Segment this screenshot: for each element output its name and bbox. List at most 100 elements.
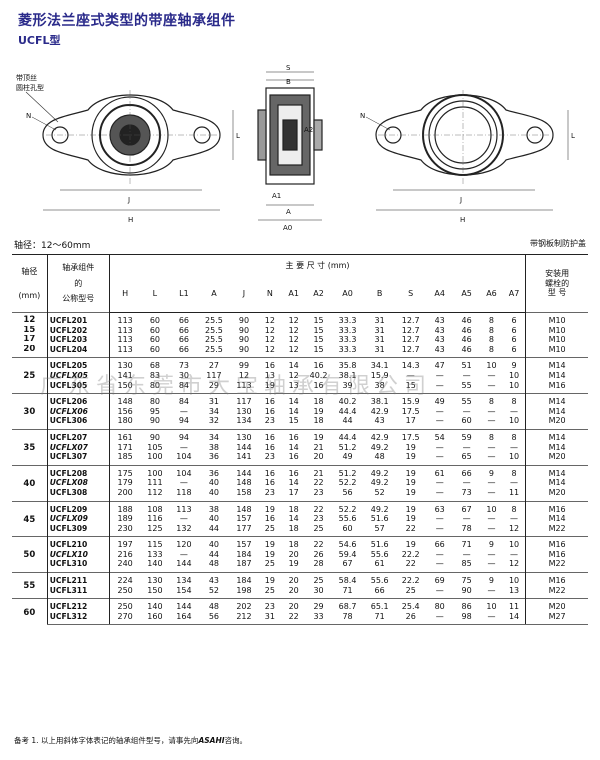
footnote-suffix: 咨询。 [224,736,248,745]
cell-dim: 66 [178,344,189,354]
cell-dim: 60 [149,325,160,335]
cell-dim: 184 [236,549,252,559]
cell-dim: — [487,442,496,452]
label-L-left: L [236,132,240,140]
cell-dim: 73 [461,487,472,497]
cell-dim: 60 [342,523,353,533]
cell-bore: 12 [12,311,48,326]
cell-dim: 56 [198,611,230,626]
cell-dim: 46 [461,344,472,354]
cell-bore: 25 [12,357,48,394]
cell-dim: — [179,549,188,559]
cell-dim: 51.2 [330,464,365,479]
cell-dim: 33.3 [330,311,365,326]
cell-dim: 19 [258,536,282,550]
cell-dim: 160 [140,611,170,626]
label-J-left: J [127,196,130,204]
header-dim-a1: A1 [281,276,307,313]
cell-dim: 56 [342,487,353,497]
cell-dim: 113 [117,325,133,335]
cell-dim: — [510,514,519,524]
cell-dim: 66 [178,335,189,345]
cell-model: UCFL208 [46,464,110,479]
cell-dim: 71 [364,611,396,626]
cell-dim: 71 [342,585,353,595]
cell-dim: 42.9 [364,428,396,443]
cell-dim: 141 [117,370,133,380]
cell-dim: 158 [236,487,252,497]
cell-model: UCFLX07 [46,442,110,453]
cell-dim: — [487,514,496,524]
cell-bolt: M27 [525,611,588,626]
label-L-right: L [571,132,575,140]
cell-dim: — [435,452,444,462]
cell-bore: 60 [12,598,48,625]
cell-dim: 40 [208,478,220,488]
cell-dim: 59.4 [338,549,357,559]
cell-dim: — [462,442,471,452]
cell-dim: 52.2 [330,500,365,515]
cell-dim: 117 [229,393,259,407]
cell-dim: 125 [147,523,163,533]
cell-dim: — [487,523,496,533]
cell-dim: 8 [502,428,526,443]
cell-dim: 12 [264,344,275,354]
cell-bore: 30 [12,393,48,430]
cell-dim: 10 [502,536,526,550]
cell-dim: 38 [208,442,220,452]
cell-bolt: M14 [525,514,588,524]
cell-dim: 25.5 [198,311,230,326]
cell-model: UCFL211 [46,572,110,586]
cell-dim: 33 [306,611,331,626]
cell-dim: 16 [306,357,331,371]
cell-dim: 30 [178,370,189,380]
cell-dim: — [435,478,444,488]
cell-bolt: M16 [525,380,588,394]
cell-model: UCFLX08 [46,478,110,488]
cell-dim: 31 [258,611,282,626]
cell-dim: 187 [236,559,252,569]
cell-dim: 22 [306,536,331,550]
header-dim-a4: A4 [426,276,454,313]
label-A: A [286,208,291,216]
cell-dim: 118 [176,487,192,497]
cell-dim: 51.6 [370,514,389,524]
cell-dim: 40 [198,536,230,550]
cell-dim: 61 [426,464,454,479]
cell-dim: 180 [117,416,133,426]
cell-dim: 198 [236,585,252,595]
cell-dim: 23 [258,598,282,612]
cell-bore: 35 [12,428,48,466]
cell-dim: 33.3 [338,335,357,345]
label-A2: A2 [304,126,313,134]
cell-dim: 25 [313,523,324,533]
cell-dim: 113 [109,311,141,326]
cell-dim: 15 [313,344,324,354]
cell-dim: 90 [238,325,250,335]
header-model: 轴承组件 的 公称型号 [46,254,110,313]
cell-dim: 31 [374,325,385,335]
cell-dim: 90 [238,335,250,345]
cell-dim: 22 [281,611,307,626]
cell-dim: — [435,585,444,595]
cell-dim: 23 [313,487,324,497]
cell-dim: 52.2 [338,478,357,488]
cell-dim: 9 [480,464,503,479]
cell-dim: 43 [198,572,230,586]
header-dim-j: J [229,276,259,313]
cell-dim: 212 [229,611,259,626]
cell-dim: 15 [306,311,331,326]
cell-dim: 63 [426,500,454,515]
cell-dim: 12.7 [401,325,420,335]
cell-dim: 250 [117,585,133,595]
cell-dim: 6 [502,311,526,326]
cell-dim: 23 [313,514,324,524]
cell-dim: 23 [264,452,275,462]
